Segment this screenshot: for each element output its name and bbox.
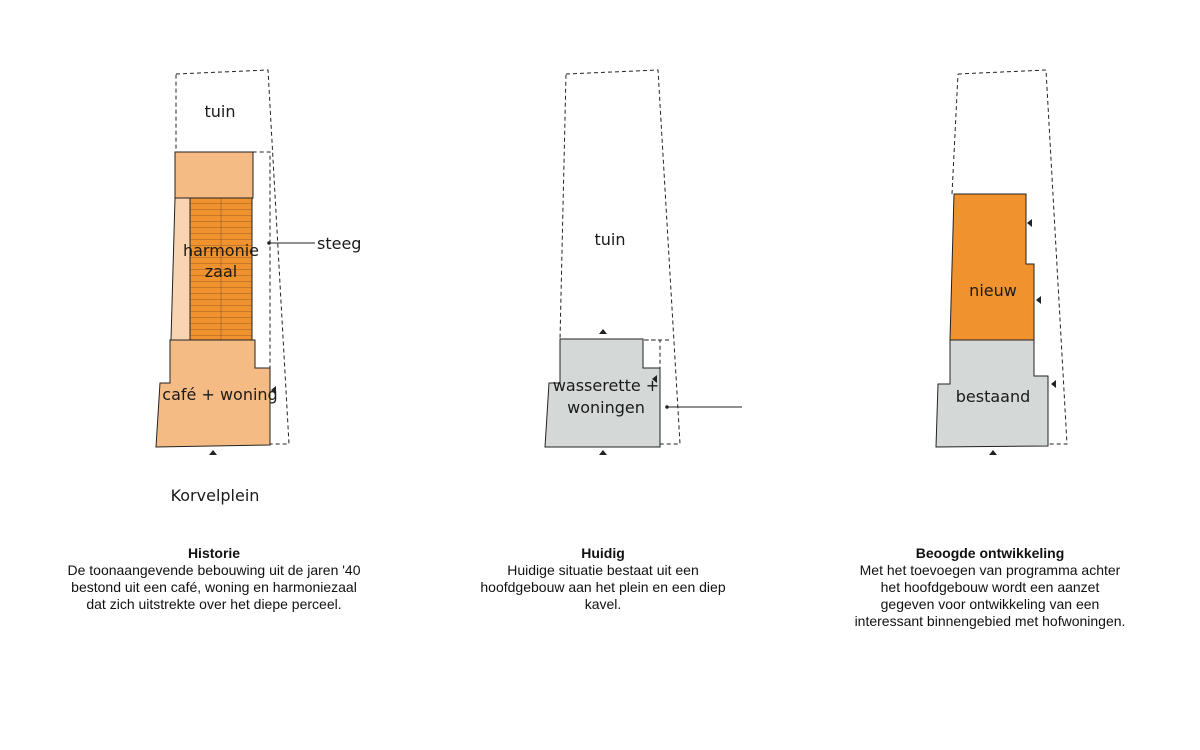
caption-title-huidig: Huidig bbox=[581, 545, 625, 561]
entrance-arrow-back-huidig bbox=[599, 329, 607, 334]
entrance-arrow-bestaand-side bbox=[1051, 380, 1056, 388]
label-wasserette: wasserette + bbox=[553, 376, 659, 395]
block-back-annex bbox=[174, 151, 254, 199]
entrance-arrow-front-beoogd bbox=[989, 450, 997, 455]
caption-text-historie: De toonaangevende bebouwing uit de jaren… bbox=[67, 562, 361, 612]
caption-beoogd: Beoogde ontwikkeling Met het toevoegen v… bbox=[830, 545, 1150, 630]
label-korvelplein: Korvelplein bbox=[171, 486, 260, 505]
block-side-strip bbox=[170, 197, 191, 341]
label-tuin-huidig: tuin bbox=[595, 230, 626, 249]
caption-text-huidig: Huidige situatie bestaat uit een hoofdge… bbox=[480, 562, 726, 612]
pointer-dot-huidig bbox=[665, 405, 669, 409]
entrance-arrow-side-huidig bbox=[652, 375, 657, 383]
panel-huidig-diagram: tuin wasserette + woningen bbox=[544, 69, 742, 455]
label-steeg: steeg bbox=[317, 234, 361, 253]
block-cafe-woning bbox=[155, 339, 271, 448]
entrance-arrow-front-huidig bbox=[599, 450, 607, 455]
entrance-arrow-nieuw-side bbox=[1036, 296, 1041, 304]
caption-historie: Historie De toonaangevende bebouwing uit… bbox=[54, 545, 374, 613]
block-wasserette-woningen bbox=[544, 338, 661, 448]
caption-text-beoogd: Met het toevoegen van programma achter h… bbox=[854, 562, 1126, 629]
caption-huidig: Huidig Huidige situatie bestaat uit een … bbox=[443, 545, 763, 613]
entrance-arrow-nieuw-top bbox=[1027, 219, 1032, 227]
panel-beoogd-diagram: nieuw bestaand bbox=[935, 69, 1068, 455]
panel-historie-diagram: tuin harmonie zaal café + woning steeg K… bbox=[155, 69, 361, 505]
entrance-arrow-front-historie bbox=[209, 450, 217, 455]
label-bestaand: bestaand bbox=[956, 387, 1031, 406]
label-zaal: zaal bbox=[205, 262, 237, 281]
label-nieuw: nieuw bbox=[969, 281, 1017, 300]
label-tuin-historie: tuin bbox=[205, 102, 236, 121]
caption-title-beoogd: Beoogde ontwikkeling bbox=[915, 545, 1065, 561]
label-woningen: woningen bbox=[567, 398, 645, 417]
block-nieuw bbox=[949, 193, 1035, 341]
block-bestaand bbox=[935, 339, 1049, 448]
steeg-pointer-dot bbox=[267, 241, 271, 245]
entrance-arrow-side-historie bbox=[271, 386, 276, 394]
label-cafe-woning: café + woning bbox=[162, 385, 277, 404]
caption-title-historie: Historie bbox=[187, 545, 241, 561]
label-harmonie: harmonie bbox=[183, 241, 259, 260]
